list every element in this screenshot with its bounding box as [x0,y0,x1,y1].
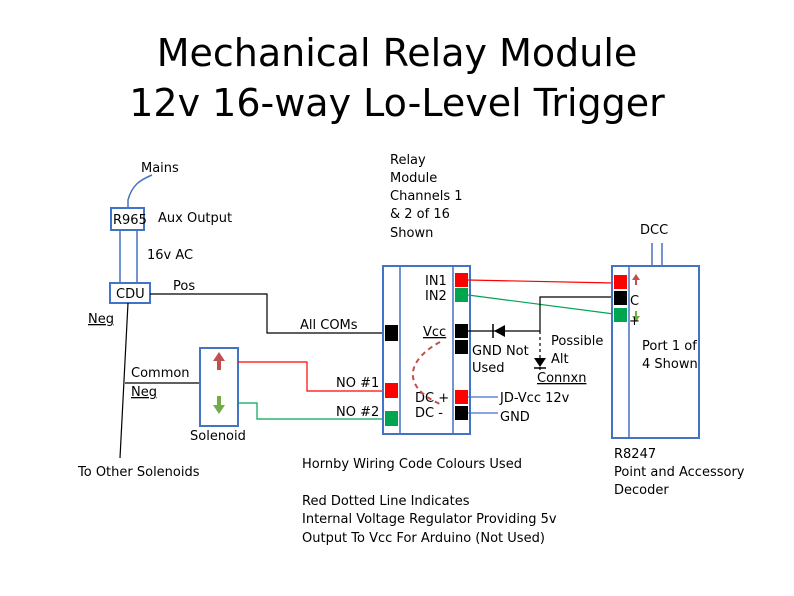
decoder-red-arrow-icon [632,274,640,285]
red-dotted-note-2: Internal Voltage Regulator Providing 5v [302,512,557,527]
diode-icon [494,325,505,337]
red-dotted-note-3: Output To Vcc For Arduino (Not Used) [302,531,545,546]
title-line-1: Mechanical Relay Module [156,31,638,75]
in2-label: IN2 [425,289,447,304]
possible-alt-line-2: Alt [551,352,569,367]
decoder-green-terminal [614,308,627,322]
in1-terminal [455,273,468,287]
in2-terminal [455,288,468,302]
common-neg-label: Neg [131,385,157,400]
neg-wire [119,302,129,459]
no2-label: NO #2 [336,405,379,420]
decoder-green-arrow-icon [632,311,640,322]
no2-terminal [385,411,398,426]
vcc-terminal [455,324,468,338]
relay-module-line-1: Relay [390,153,426,168]
com-terminal [385,325,398,341]
mains-label: Mains [141,161,179,176]
relay-module-line-5: Shown [390,226,433,241]
neg-label: Neg [88,312,114,327]
solenoid-down-arrow-icon [213,396,225,414]
c-label: C [630,294,639,309]
common-decoder-wire [468,296,614,332]
port-shown-line-2: 4 Shown [642,357,698,372]
possible-alt-line-3: Connxn [537,371,586,386]
no1-terminal [385,383,398,398]
solenoid-up-arrow-icon [213,352,225,370]
cdu-box [109,282,151,304]
gnd-terminal [455,340,468,354]
r965-label: R965 [113,213,147,228]
decoder-line-2: Point and Accessory [614,465,745,480]
no1-label: NO #1 [336,376,379,391]
r965-box [110,207,145,231]
relay-module-line-3: Channels 1 [390,189,463,204]
in1-label: IN1 [425,274,447,289]
gnd-not-used-line-2: Used [472,361,505,376]
dcc-label: DCC [640,223,668,238]
regulator-dashed-line [411,341,441,405]
dc-minus-terminal [455,406,468,420]
relay-module-line-4: & 2 of 16 [390,207,450,222]
pos-wire [150,293,383,334]
no1-wire [238,361,383,392]
jd-vcc-label: JD-Vcc 12v [499,391,570,406]
common-label: Common [131,366,190,381]
port-shown-line-1: Port 1 of [642,339,697,354]
plus-label: + [629,314,640,329]
vcc-label: Vcc [423,325,446,340]
decoder-line-1: R8247 [614,447,656,462]
no2-wire [238,402,383,420]
possible-alt-line-1: Possible [551,334,603,349]
alt-diode-icon [534,358,546,367]
in1-wire [467,279,615,284]
cdu-label: CDU [116,287,145,302]
in2-wire [467,294,615,315]
decoder-red-terminal [614,275,627,289]
relay-module-line-2: Module [390,171,437,186]
red-dotted-note-1: Red Dotted Line Indicates [302,494,470,509]
dc-plus-terminal [455,390,468,404]
hornby-note: Hornby Wiring Code Colours Used [302,457,522,472]
dc-plus-label: DC + [415,391,449,406]
all-coms-label: All COMs [300,318,358,333]
decoder-black-terminal [614,291,627,305]
dc-minus-label: DC - [415,406,443,421]
to-other-solenoids-label: To Other Solenoids [77,465,200,480]
mains-wire [127,174,153,210]
gnd-not-used-line-1: GND Not [472,344,529,359]
title-line-2: 12v 16-way Lo-Level Trigger [129,81,665,125]
pos-label: Pos [173,279,195,294]
ac16v-label: 16v AC [147,248,193,263]
aux-output-label: Aux Output [158,211,232,226]
decoder-line-3: Decoder [614,483,669,498]
gnd-label: GND [500,410,530,425]
solenoid-label: Solenoid [190,429,246,444]
